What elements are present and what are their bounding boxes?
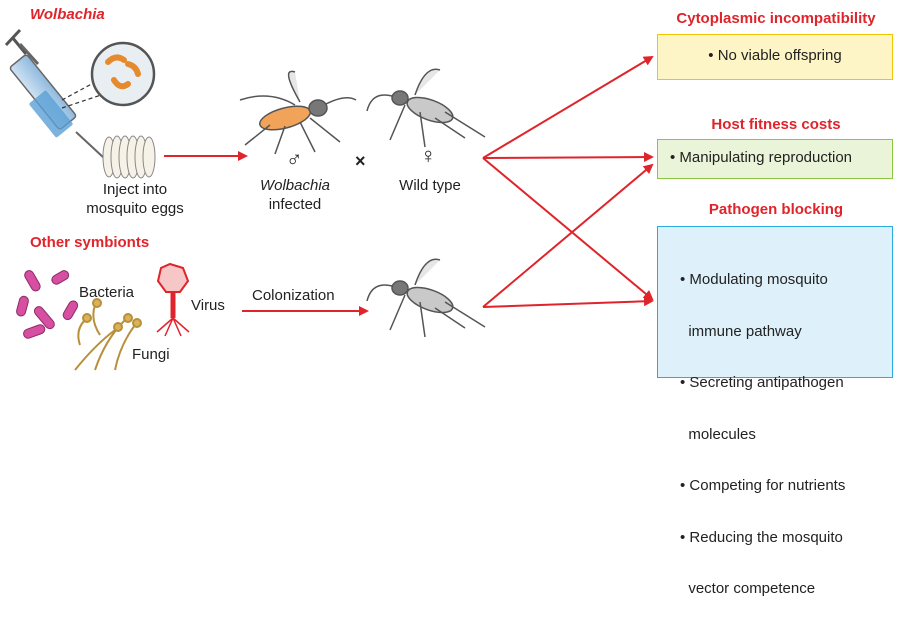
other-symbionts-title: Other symbionts [30, 234, 149, 251]
inject-caption-line2: mosquito eggs [75, 199, 195, 218]
list-item: • No viable offspring [658, 47, 892, 65]
virus-icon [157, 264, 189, 336]
outcome-title-blocking: Pathogen blocking [656, 201, 896, 218]
outcome-title-fitness: Host fitness costs [656, 116, 896, 133]
arrow-to-blocking-top [483, 158, 652, 299]
outcome-box-fitness: • Manipulating reproduction [657, 139, 893, 179]
syringe-icon [6, 30, 104, 158]
list-item: molecules [680, 426, 892, 444]
virus-label: Virus [191, 297, 225, 314]
inject-caption: Inject into mosquito eggs [75, 180, 195, 218]
cross-symbol: × [355, 152, 366, 170]
list-item: • Secreting antipathogen [680, 374, 892, 392]
list-item: • Manipulating reproduction [670, 149, 892, 167]
arrow-to-fitness [483, 157, 652, 158]
list-item: • Reducing the mosquito [680, 529, 892, 547]
arrow-to-fitness-bottom [483, 165, 652, 307]
mosquito-female-wild-icon [367, 69, 485, 147]
mosquito-male-infected-icon [240, 71, 356, 154]
list-item: vector competence [680, 580, 892, 598]
infected-caption: Wolbachia infected [245, 176, 345, 214]
list-item: • Modulating mosquito [680, 271, 892, 289]
list-item: immune pathway [680, 323, 892, 341]
outcome-box-cytoplasmic: • No viable offspring [657, 34, 893, 80]
bacteria-label: Bacteria [79, 284, 134, 301]
male-symbol: ♂ [286, 148, 303, 170]
inject-caption-line1: Inject into [75, 180, 195, 199]
bacteria-icon [16, 269, 80, 339]
mosquito-eggs-icon [103, 136, 155, 178]
arrow-to-blocking-bottom [483, 301, 652, 307]
wolbachia-title: Wolbachia [30, 6, 105, 23]
colonization-label: Colonization [252, 287, 335, 304]
outcome-box-blocking: • Modulating mosquito immune pathway • S… [657, 226, 893, 378]
arrow-to-cytoplasmic [483, 57, 652, 158]
fungi-label: Fungi [132, 346, 170, 363]
infected-caption-line2: infected [245, 195, 345, 214]
wolbachia-magnifier-icon [92, 43, 154, 105]
wild-type-label: Wild type [385, 176, 475, 195]
female-symbol: ♀ [420, 145, 437, 167]
mosquito-colonized-icon [367, 259, 485, 337]
infected-caption-line1: Wolbachia [245, 176, 345, 195]
outcome-title-cytoplasmic: Cytoplasmic incompatibility [656, 10, 896, 27]
list-item: • Competing for nutrients [680, 477, 892, 495]
